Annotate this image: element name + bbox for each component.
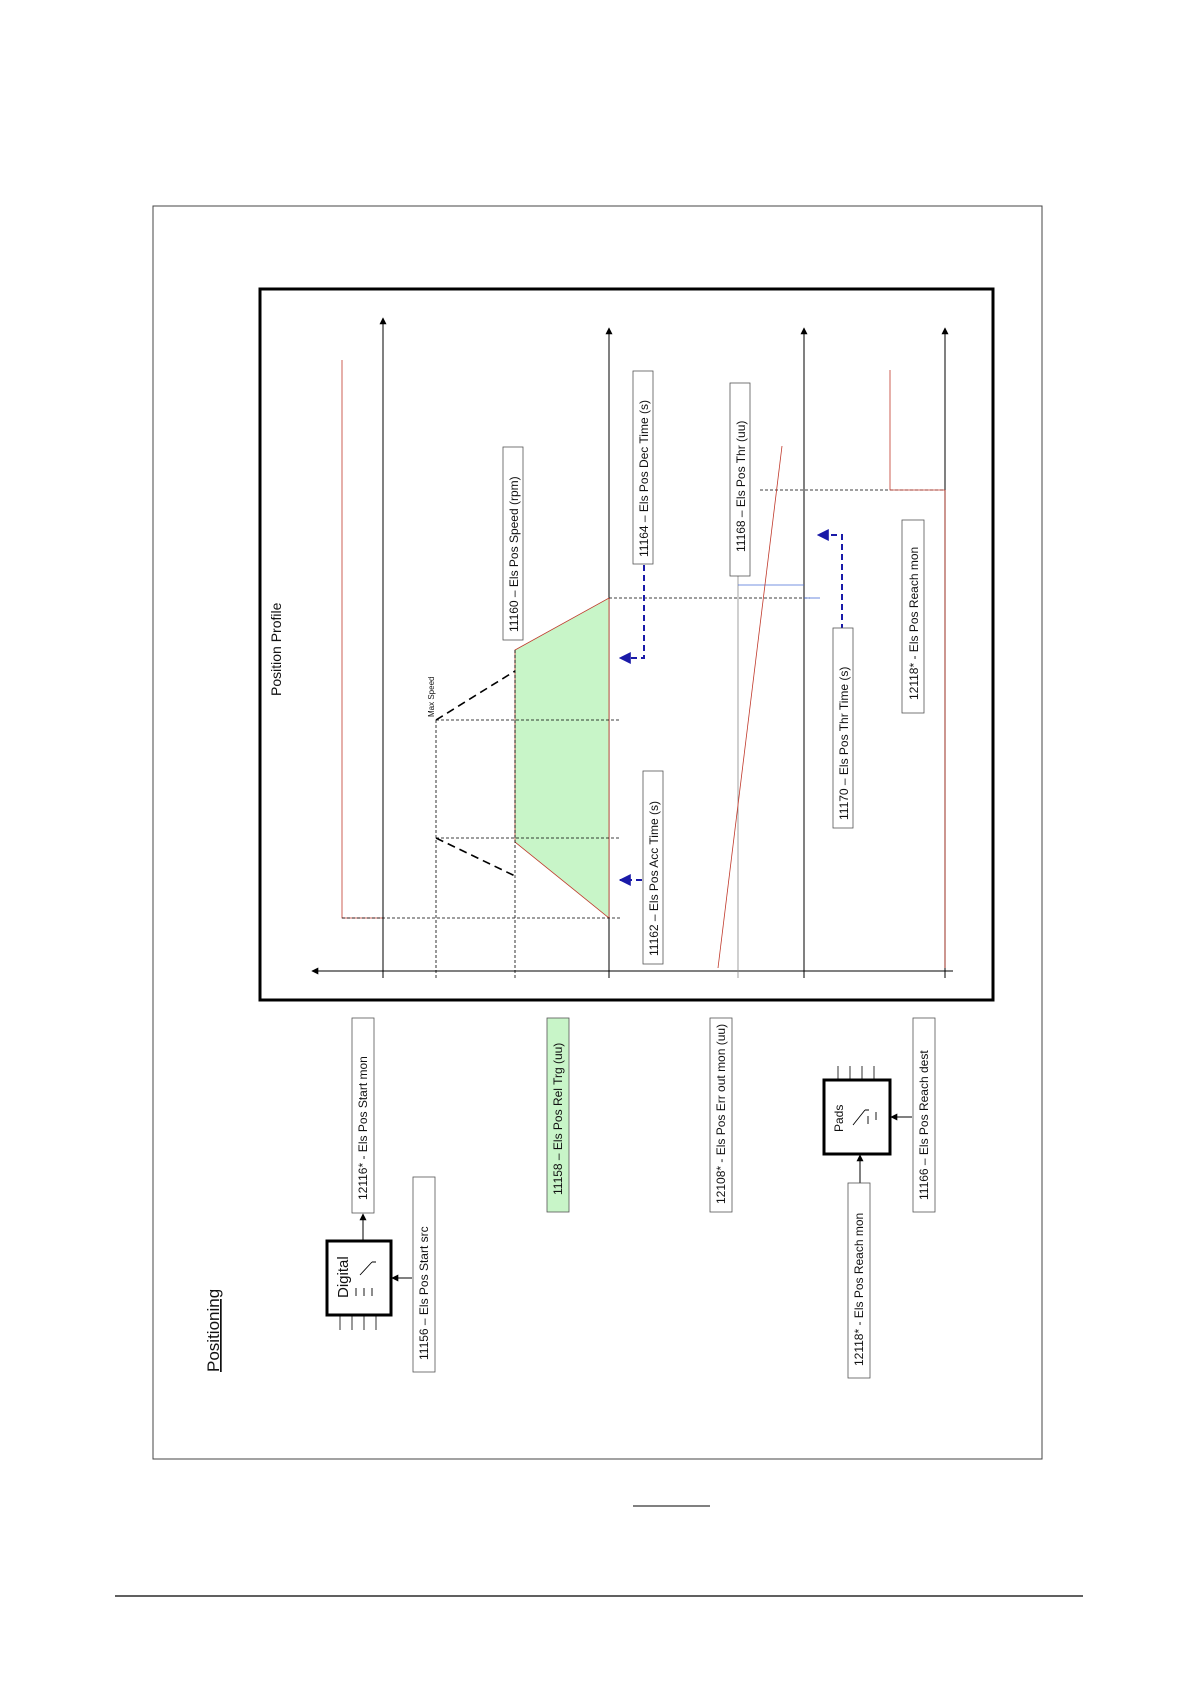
reach-dest-box: 11166 – Els Pos Reach dest: [912, 1017, 936, 1213]
position-profile-panel: Position Profile Max Speed: [258, 287, 995, 1002]
reach-mon-right-box: 12118* - Els Pos Reach mon: [901, 519, 925, 714]
thr-time-arrow: [816, 529, 843, 630]
thr-param-label: 11168 – Els Pos Thr (uu): [734, 421, 748, 552]
thr-time-param-label: 11170 – Els Pos Thr Time (s): [837, 667, 851, 820]
rel-trg-label: 11158 – Els Pos Rel Trg (uu): [551, 1043, 565, 1195]
err-out-mon-box: 12108* - Els Pos Err out mon (uu): [709, 1017, 733, 1213]
thr-time-param-box: 11170 – Els Pos Thr Time (s): [832, 627, 854, 829]
page-frame: [152, 205, 1043, 1460]
reach-mon-right-label: 12118* - Els Pos Reach mon: [907, 547, 921, 700]
thr-param-box: 11168 – Els Pos Thr (uu): [729, 382, 751, 577]
digital-block: Digital: [325, 1239, 393, 1330]
profile-title: Position Profile: [268, 602, 284, 696]
acc-time-param-box: 11162 – Els Pos Acc Time (s): [642, 770, 664, 965]
max-speed-dash: [435, 837, 516, 877]
start-signal-trace: [341, 360, 383, 919]
switch-icon: [355, 1261, 376, 1296]
dec-time-param-label: 11164 – Els Pos Dec Time (s): [637, 400, 651, 557]
err-out-mon-label: 12108* - Els Pos Err out mon (uu): [714, 1024, 728, 1204]
digital-block-label: Digital: [335, 1256, 352, 1298]
speed-param-label: 11160 – Els Pos Speed (rpm): [507, 476, 521, 632]
start-mon-box: 12116* - Els Pos Start mon: [351, 1017, 375, 1214]
max-speed-dash-top: [435, 670, 516, 721]
pads-block-label: Pads: [832, 1105, 846, 1132]
pads-block: Pads: [822, 1066, 892, 1156]
acc-time-param-label: 11162 – Els Pos Acc Time (s): [647, 801, 661, 956]
dec-time-arrow: [618, 565, 645, 664]
switch-icon: [852, 1109, 877, 1126]
reach-dest-label: 11166 – Els Pos Reach dest: [917, 1050, 931, 1200]
speed-profile-area: [514, 597, 610, 919]
rel-trg-box: 11158 – Els Pos Rel Trg (uu): [546, 1017, 570, 1213]
reach-mon-left-label: 12118* - Els Pos Reach mon: [852, 1213, 866, 1366]
dec-time-param-box: 11164 – Els Pos Dec Time (s): [632, 370, 654, 565]
reach-signal-trace: [889, 370, 945, 491]
error-signal-trace: [717, 445, 783, 969]
reach-mon-left-box: 12118* - Els Pos Reach mon: [847, 1182, 871, 1379]
max-speed-label: Max Speed: [427, 677, 436, 717]
start-mon-label: 12116* - Els Pos Start mon: [356, 1056, 370, 1200]
start-src-label: 11156 – Els Pos Start src: [417, 1226, 431, 1360]
speed-param-box: 11160 – Els Pos Speed (rpm): [502, 446, 524, 641]
start-src-box: 11156 – Els Pos Start src: [412, 1176, 436, 1373]
page-heading: Positioning: [204, 1289, 223, 1372]
